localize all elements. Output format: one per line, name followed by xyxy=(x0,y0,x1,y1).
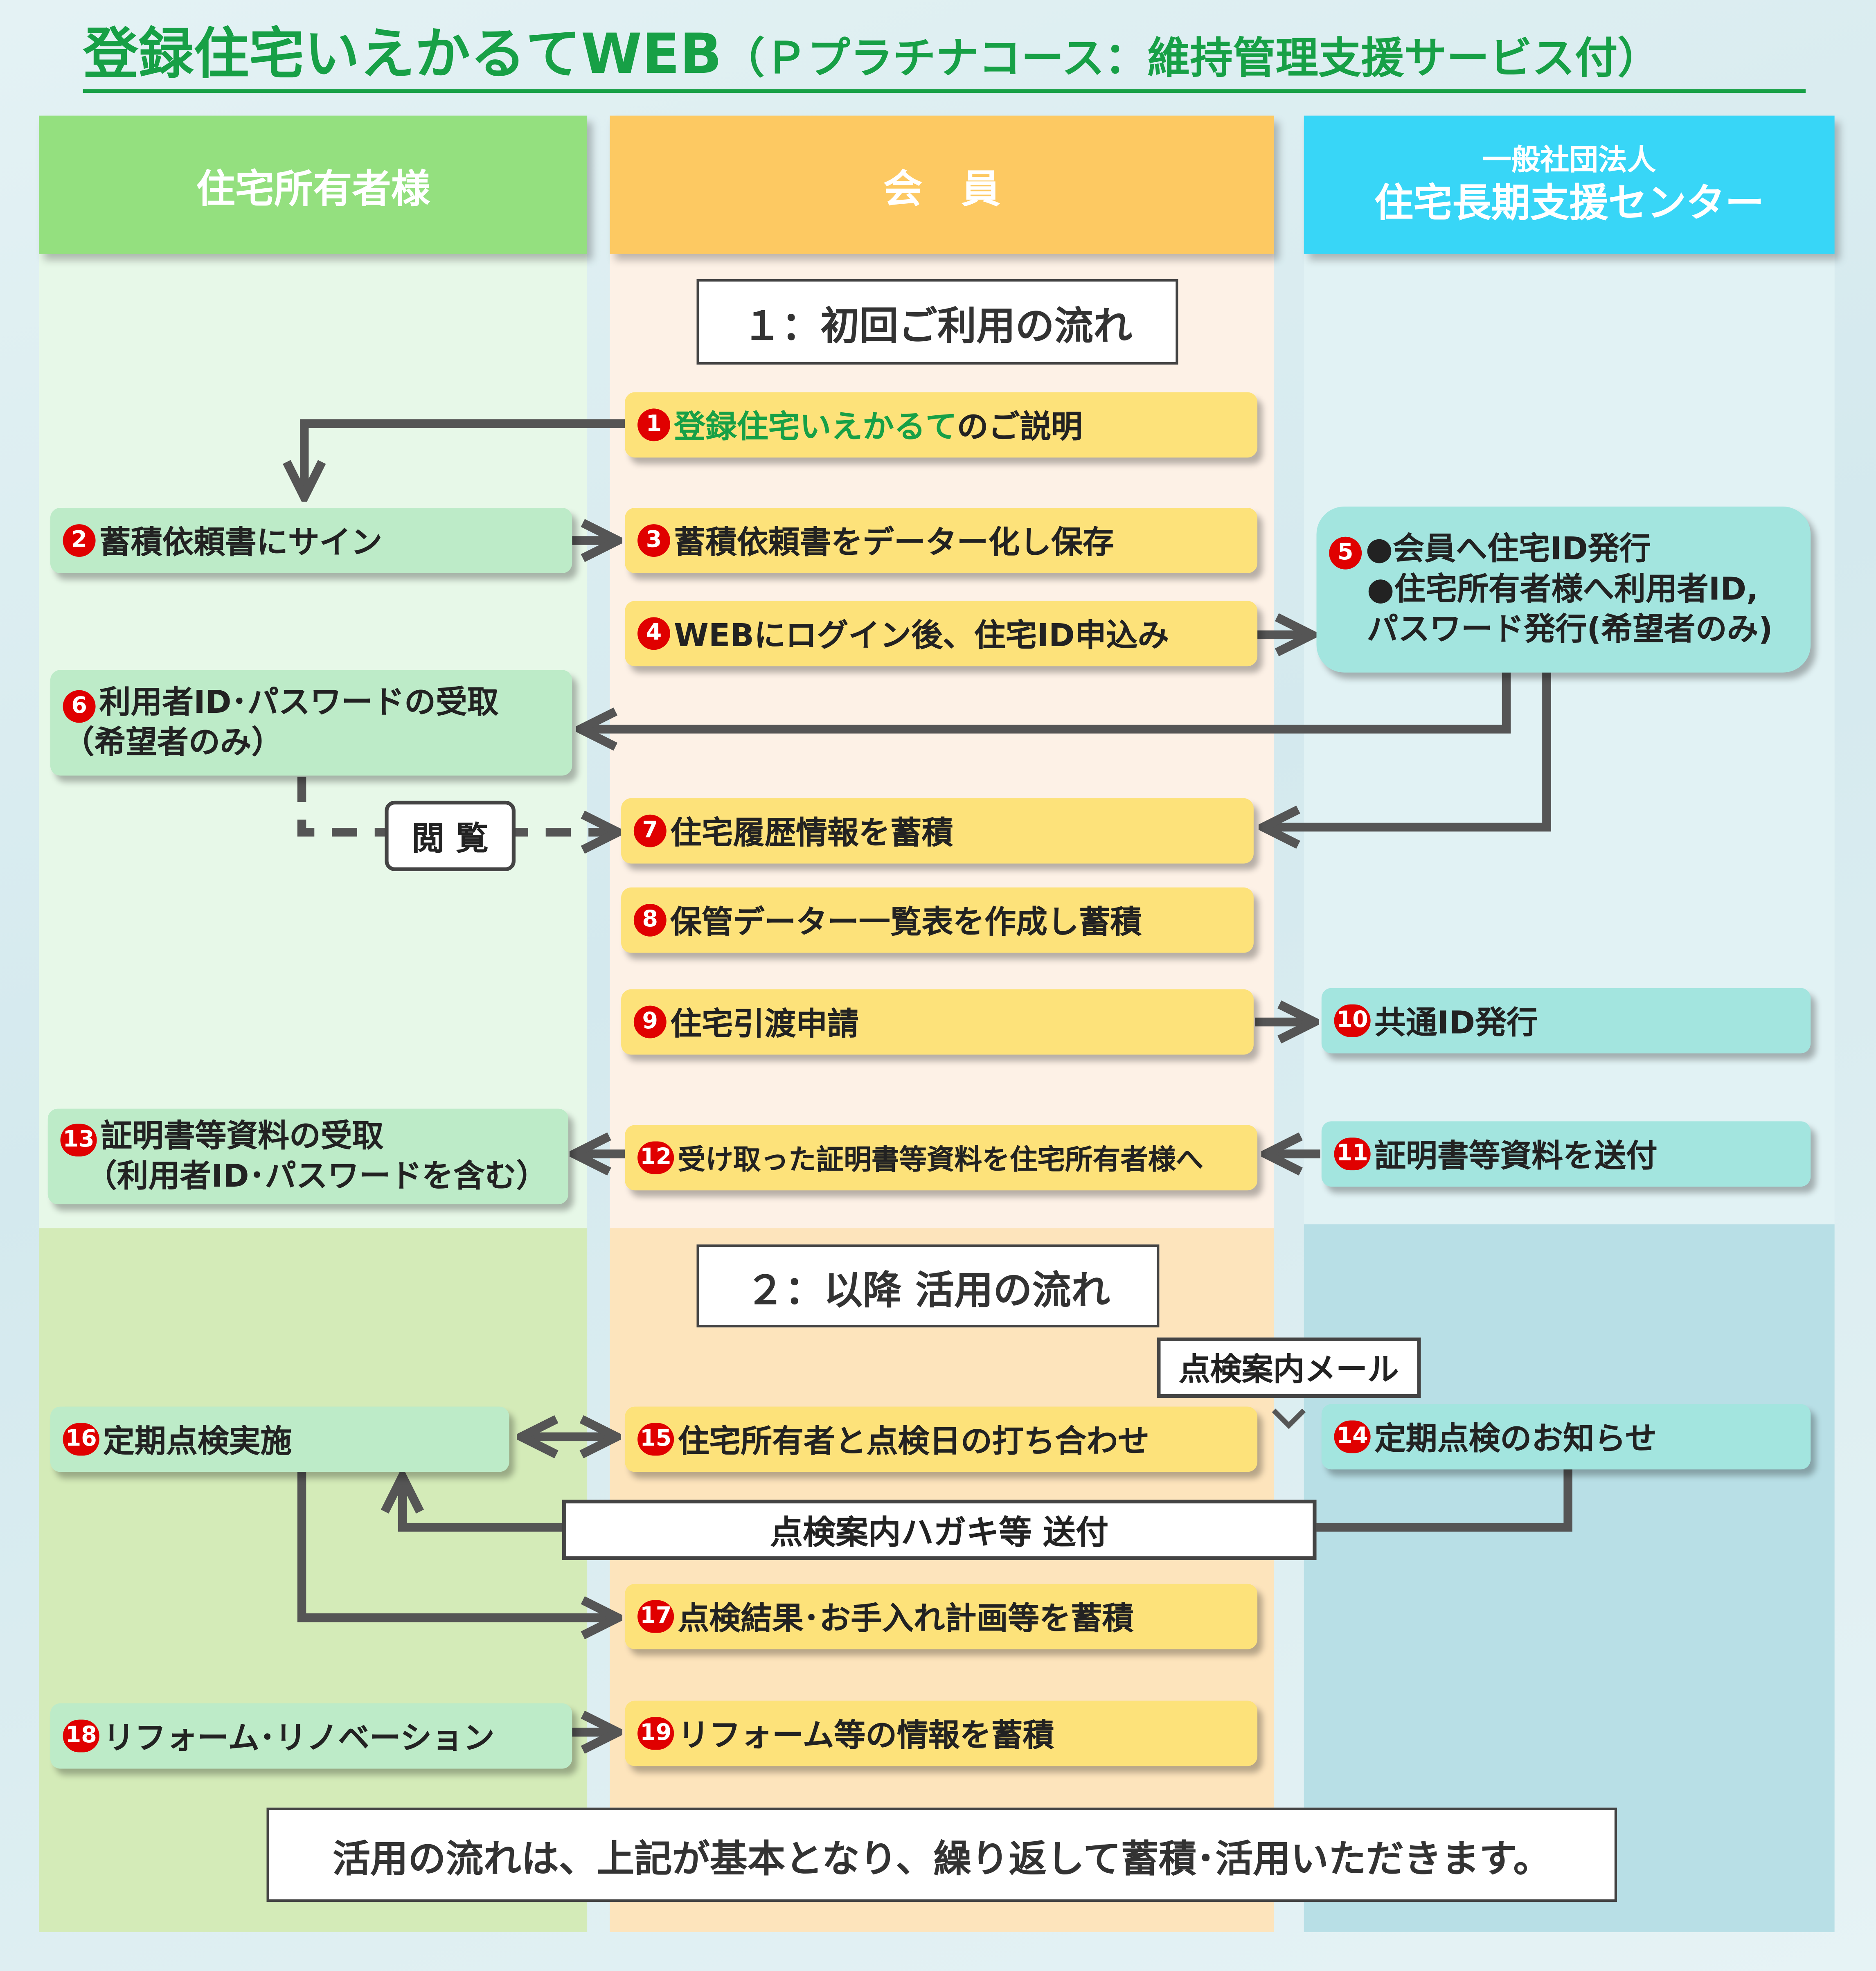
arrow-5-to-7 xyxy=(1268,672,1551,827)
step-11-number: 11 xyxy=(1334,1138,1371,1171)
page-title: 登録住宅いえかるてWEB（Ｐプラチナコース：維持管理支援サービス付） xyxy=(83,18,1806,93)
step-16-text: 定期点検実施 xyxy=(103,1423,292,1460)
step-14-number: 14 xyxy=(1334,1420,1371,1453)
step-16-number: 16 xyxy=(63,1423,99,1456)
center-column-title-line2: 住宅長期支援センター xyxy=(1374,181,1764,226)
step-1-number: 1 xyxy=(637,408,670,442)
step-1-highlight: 登録住宅いえかるて xyxy=(674,408,957,445)
browse-label: 閲 覧 xyxy=(385,800,516,871)
step-5-line2: ●住宅所有者様へ利用者ID, xyxy=(1367,570,1759,607)
section-later-use: ２：以降 活用の流れ xyxy=(696,1244,1160,1328)
title-sub: （Ｐプラチナコース：維持管理支援サービス付） xyxy=(722,34,1660,84)
step-6-line1: 利用者ID･パスワードの受取 xyxy=(99,684,499,721)
step-9-number: 9 xyxy=(633,1005,667,1038)
step-4-number: 4 xyxy=(637,617,670,650)
postcard-text: 点検案内ハガキ等 送付 xyxy=(770,1514,1109,1552)
step-10-text: 共通ID発行 xyxy=(1374,1004,1538,1041)
step-8-text: 保管データー一覧表を作成し蓄積 xyxy=(670,903,1142,940)
inspection-mail-label: 点検案内メール xyxy=(1157,1337,1421,1398)
arrow-5-to-6 xyxy=(585,672,1511,729)
arrow-mail-pointer xyxy=(1272,1408,1306,1429)
step-2-number: 2 xyxy=(63,524,96,557)
postcard-label: 点検案内ハガキ等 送付 xyxy=(562,1500,1317,1560)
browse-label-text: 閲 覧 xyxy=(412,820,489,858)
step-3-number: 3 xyxy=(637,524,670,557)
owner-column-title: 住宅所有者様 xyxy=(196,167,430,212)
section-first-use-label: １：初回ご利用の流れ xyxy=(742,303,1133,349)
step-1-text: のご説明 xyxy=(957,408,1083,445)
owner-column-header: 住宅所有者様 xyxy=(39,115,588,254)
inspection-mail-text: 点検案内メール xyxy=(1178,1351,1399,1388)
step-2-text: 蓄積依頼書にサイン xyxy=(99,524,383,561)
arrow-16-to-17 xyxy=(297,1471,614,1617)
step-5-number: 5 xyxy=(1329,536,1362,570)
step-5-line1: ●会員へ住宅ID発行 xyxy=(1365,530,1651,567)
step-12-number: 12 xyxy=(637,1141,674,1174)
footer-note-text: 活用の流れは、上記が基本となり、繰り返して蓄積･活用いただきます。 xyxy=(332,1837,1551,1881)
step-9-text: 住宅引渡申請 xyxy=(670,1005,859,1042)
step-17-text: 点検結果･お手入れ計画等を蓄積 xyxy=(678,1600,1134,1637)
step-18-number: 18 xyxy=(63,1719,99,1753)
step-12-text: 受け取った証明書等資料を住宅所有者様へ xyxy=(678,1145,1204,1177)
step-5-box: 5●会員へ住宅ID発行 ●住宅所有者様へ利用者ID, パスワード発行(希望者のみ… xyxy=(1316,507,1811,673)
step-15-number: 15 xyxy=(637,1423,674,1456)
step-6-number: 6 xyxy=(63,690,96,723)
arrow-1-to-2 xyxy=(304,419,625,493)
step-13-line2: （利用者ID･パスワードを含む） xyxy=(85,1158,548,1194)
member-column-title: 会 員 xyxy=(883,167,1000,212)
step-18-text: リフォーム･リノベーション xyxy=(103,1719,495,1756)
step-8-number: 8 xyxy=(633,903,667,937)
step-4-text: WEBにログイン後、住宅ID申込み xyxy=(674,617,1169,654)
step-6-line2: （希望者のみ） xyxy=(63,724,283,761)
step-3-text: 蓄積依頼書をデーター化し保存 xyxy=(674,524,1114,561)
step-11-text: 証明書等資料を送付 xyxy=(1374,1138,1658,1174)
step-13-line1: 証明書等資料の受取 xyxy=(101,1117,384,1154)
step-7-number: 7 xyxy=(633,814,667,847)
section-first-use: １：初回ご利用の流れ xyxy=(696,279,1178,365)
center-lane-upper xyxy=(1304,254,1835,1225)
step-15-text: 住宅所有者と点検日の打ち合わせ xyxy=(678,1423,1150,1460)
step-14-text: 定期点検のお知らせ xyxy=(1374,1420,1657,1457)
step-7-text: 住宅履歴情報を蓄積 xyxy=(670,814,953,851)
step-19-text: リフォーム等の情報を蓄積 xyxy=(678,1717,1054,1754)
footer-note: 活用の流れは、上記が基本となり、繰り返して蓄積･活用いただきます。 xyxy=(266,1807,1617,1902)
step-5-line3: パスワード発行(希望者のみ) xyxy=(1367,611,1773,648)
center-column-header: 一般社団法人 住宅長期支援センター xyxy=(1304,115,1835,254)
section-later-use-label: ２：以降 活用の流れ xyxy=(745,1268,1110,1313)
step-17-number: 17 xyxy=(637,1600,674,1633)
title-main: 登録住宅いえかるてWEB xyxy=(83,23,722,87)
step-19-number: 19 xyxy=(637,1717,674,1750)
step-13-number: 13 xyxy=(60,1124,97,1157)
member-column-header: 会 員 xyxy=(610,115,1274,254)
step-10-number: 10 xyxy=(1334,1004,1371,1037)
step-5-line1-row: 5●会員へ住宅ID発行 xyxy=(1329,529,1651,570)
center-column-title-line1: 一般社団法人 xyxy=(1482,144,1656,178)
